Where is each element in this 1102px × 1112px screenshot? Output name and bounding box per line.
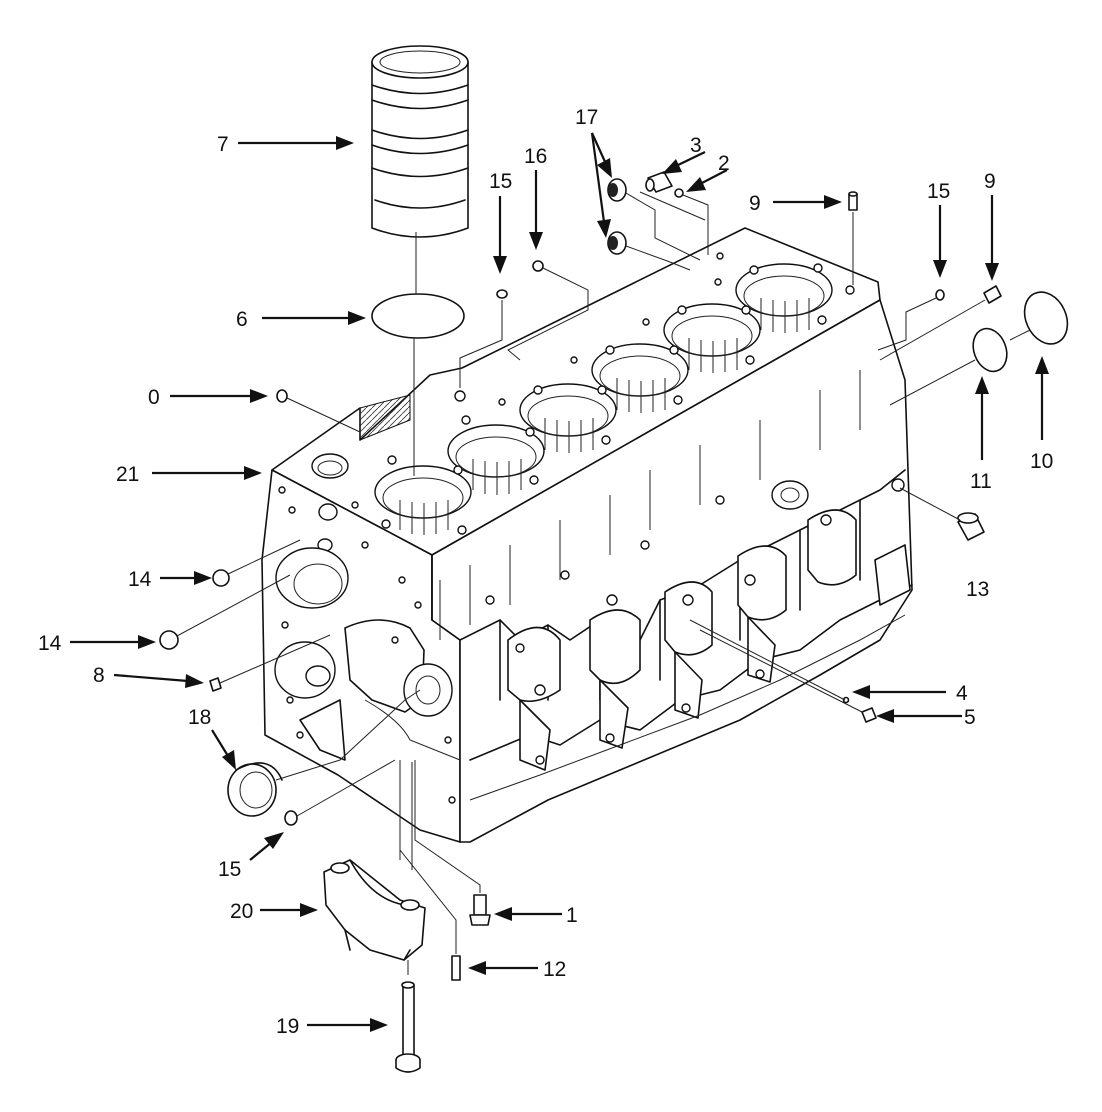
- callout-7: 7: [217, 133, 229, 156]
- leader-line: [399, 849, 457, 954]
- oring-16: [532, 260, 544, 272]
- oring-14-b: [159, 630, 179, 650]
- leader-line: [625, 245, 691, 271]
- leader-line: [689, 619, 863, 713]
- callout-14-b: 14: [38, 632, 62, 655]
- callout-0: 0: [148, 386, 160, 409]
- leader-line: [877, 297, 937, 351]
- leader-line: [275, 689, 421, 781]
- leader-line: [879, 299, 986, 361]
- callout-15-lower: 15: [218, 858, 241, 881]
- callout-11: 11: [970, 470, 992, 493]
- pin-12: [451, 955, 461, 981]
- callout-13: 13: [966, 578, 989, 601]
- ball-4: [842, 696, 850, 704]
- plug-0: [276, 389, 288, 403]
- leader-line: [507, 267, 589, 361]
- callout-labels: 7 6 0 21 15 16 17 3 2 9 15 9 10 11 13 14…: [38, 106, 1053, 1038]
- oring-14-a: [212, 569, 230, 587]
- plug-3: [645, 171, 673, 193]
- plug-8: [209, 677, 222, 692]
- leader-line: [399, 760, 413, 975]
- oring-2: [674, 188, 684, 198]
- oring-15-lower: [284, 810, 298, 826]
- callout-9-top: 9: [749, 192, 761, 215]
- front-face-details: [274, 453, 456, 804]
- leader-line: [625, 192, 701, 261]
- main-bearing-bolt: [395, 981, 421, 1073]
- core-plugs-17: [607, 178, 627, 255]
- callout-8: 8: [93, 664, 105, 687]
- leader-line: [364, 699, 461, 761]
- leader-line: [176, 574, 291, 637]
- dowel-9-top: [848, 191, 858, 211]
- main-bearing-cap: [323, 859, 426, 961]
- leader-line: [899, 487, 961, 521]
- leader-line: [639, 191, 706, 221]
- leader-line: [414, 760, 481, 893]
- oring-15-top: [496, 289, 508, 299]
- callout-19: 19: [276, 1015, 299, 1038]
- crankcase-bulkheads: [439, 370, 913, 801]
- deck-bolt-holes: [381, 252, 855, 535]
- dowel-9-right: [983, 285, 1002, 304]
- oring-15-right: [935, 289, 945, 301]
- plug-5: [861, 707, 877, 723]
- leader-line: [889, 329, 1031, 406]
- leader-line: [219, 634, 331, 684]
- callout-15-top: 15: [489, 170, 512, 193]
- callout-3: 3: [690, 134, 702, 157]
- callout-16: 16: [524, 145, 547, 168]
- callout-17: 17: [575, 106, 598, 129]
- callout-10: 10: [1030, 450, 1053, 473]
- callout-arrows: [70, 132, 1049, 1032]
- seal-18: [227, 762, 283, 817]
- callout-5: 5: [964, 706, 976, 729]
- callout-6: 6: [236, 308, 248, 331]
- callout-14-a: 14: [128, 568, 152, 591]
- callout-12: 12: [543, 958, 566, 981]
- callout-20: 20: [230, 900, 253, 923]
- callout-15-right: 15: [927, 180, 950, 203]
- liner-seal-ring: [371, 293, 465, 339]
- callout-18: 18: [188, 706, 211, 729]
- cylinder-bores: [374, 263, 833, 535]
- leader-line: [296, 759, 396, 817]
- cylinder-block: [261, 227, 913, 843]
- gasket-11: [972, 327, 1008, 373]
- callout-2: 2: [718, 152, 730, 175]
- leader-line: [227, 539, 301, 575]
- callout-4: 4: [956, 682, 968, 705]
- callout-9-right: 9: [984, 170, 996, 193]
- callout-21: 21: [116, 463, 139, 486]
- plug-13: [957, 512, 985, 541]
- leader-line: [682, 194, 709, 255]
- screw-1: [469, 894, 491, 926]
- liner-leader-line: [413, 232, 417, 476]
- leader-line: [459, 300, 503, 388]
- cover-10: [1023, 291, 1069, 345]
- cylinder-liner: [371, 45, 469, 238]
- callout-1: 1: [566, 904, 578, 927]
- leader-line: [286, 397, 361, 433]
